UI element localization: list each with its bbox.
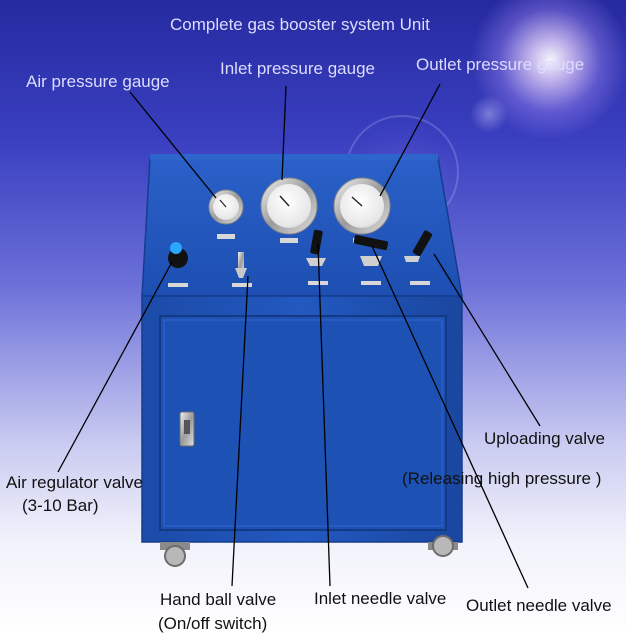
inlet-needle-valve-icon — [306, 229, 328, 285]
leader-hand-ball-valve — [231, 275, 249, 587]
leader-inlet-needle-valve — [317, 243, 331, 587]
outlet-pressure-gauge-icon — [333, 177, 391, 243]
label-hand-ball-valve: Hand ball valve — [160, 590, 277, 609]
leader-outlet-needle-valve — [371, 245, 529, 589]
leader-lines — [57, 83, 541, 589]
air-pressure-gauge-icon — [208, 189, 244, 239]
leader-air-regulator-valve — [57, 261, 173, 473]
inlet-pressure-gauge-icon — [260, 177, 318, 243]
label-air-regulator-valve: Air regulator valve — [6, 473, 144, 492]
air-regulator-knob-icon — [168, 242, 188, 287]
label-uploading-valve: Uploading valve — [484, 429, 605, 448]
leader-inlet-pressure-gauge — [281, 85, 287, 181]
leader-air-pressure-gauge — [129, 91, 217, 199]
leader-outlet-pressure-gauge — [379, 83, 441, 197]
leader-uploading-valve — [433, 253, 541, 427]
label-outlet-needle-valve: Outlet needle valve — [466, 596, 612, 615]
label-inlet-needle-valve: Inlet needle valve — [314, 589, 447, 608]
label-hand-ball-valve-note: (On/off switch) — [158, 614, 268, 633]
hand-ball-valve-icon — [232, 252, 252, 287]
diagram-title: Complete gas booster system Unit — [170, 15, 430, 34]
label-inlet-pressure-gauge: Inlet pressure gauge — [220, 59, 375, 78]
uploading-valve-icon — [404, 230, 433, 285]
outlet-needle-valve-icon — [353, 234, 389, 285]
label-air-pressure-gauge: Air pressure gauge — [26, 72, 170, 91]
cabinet-door — [159, 315, 447, 531]
caster-wheels — [160, 535, 458, 567]
label-air-regulator-range: (3-10 Bar) — [22, 496, 99, 515]
label-releasing-high-pressure: (Releasing high pressure ) — [402, 469, 602, 488]
label-outlet-pressure-gauge: Outlet pressure gauge — [416, 55, 585, 74]
